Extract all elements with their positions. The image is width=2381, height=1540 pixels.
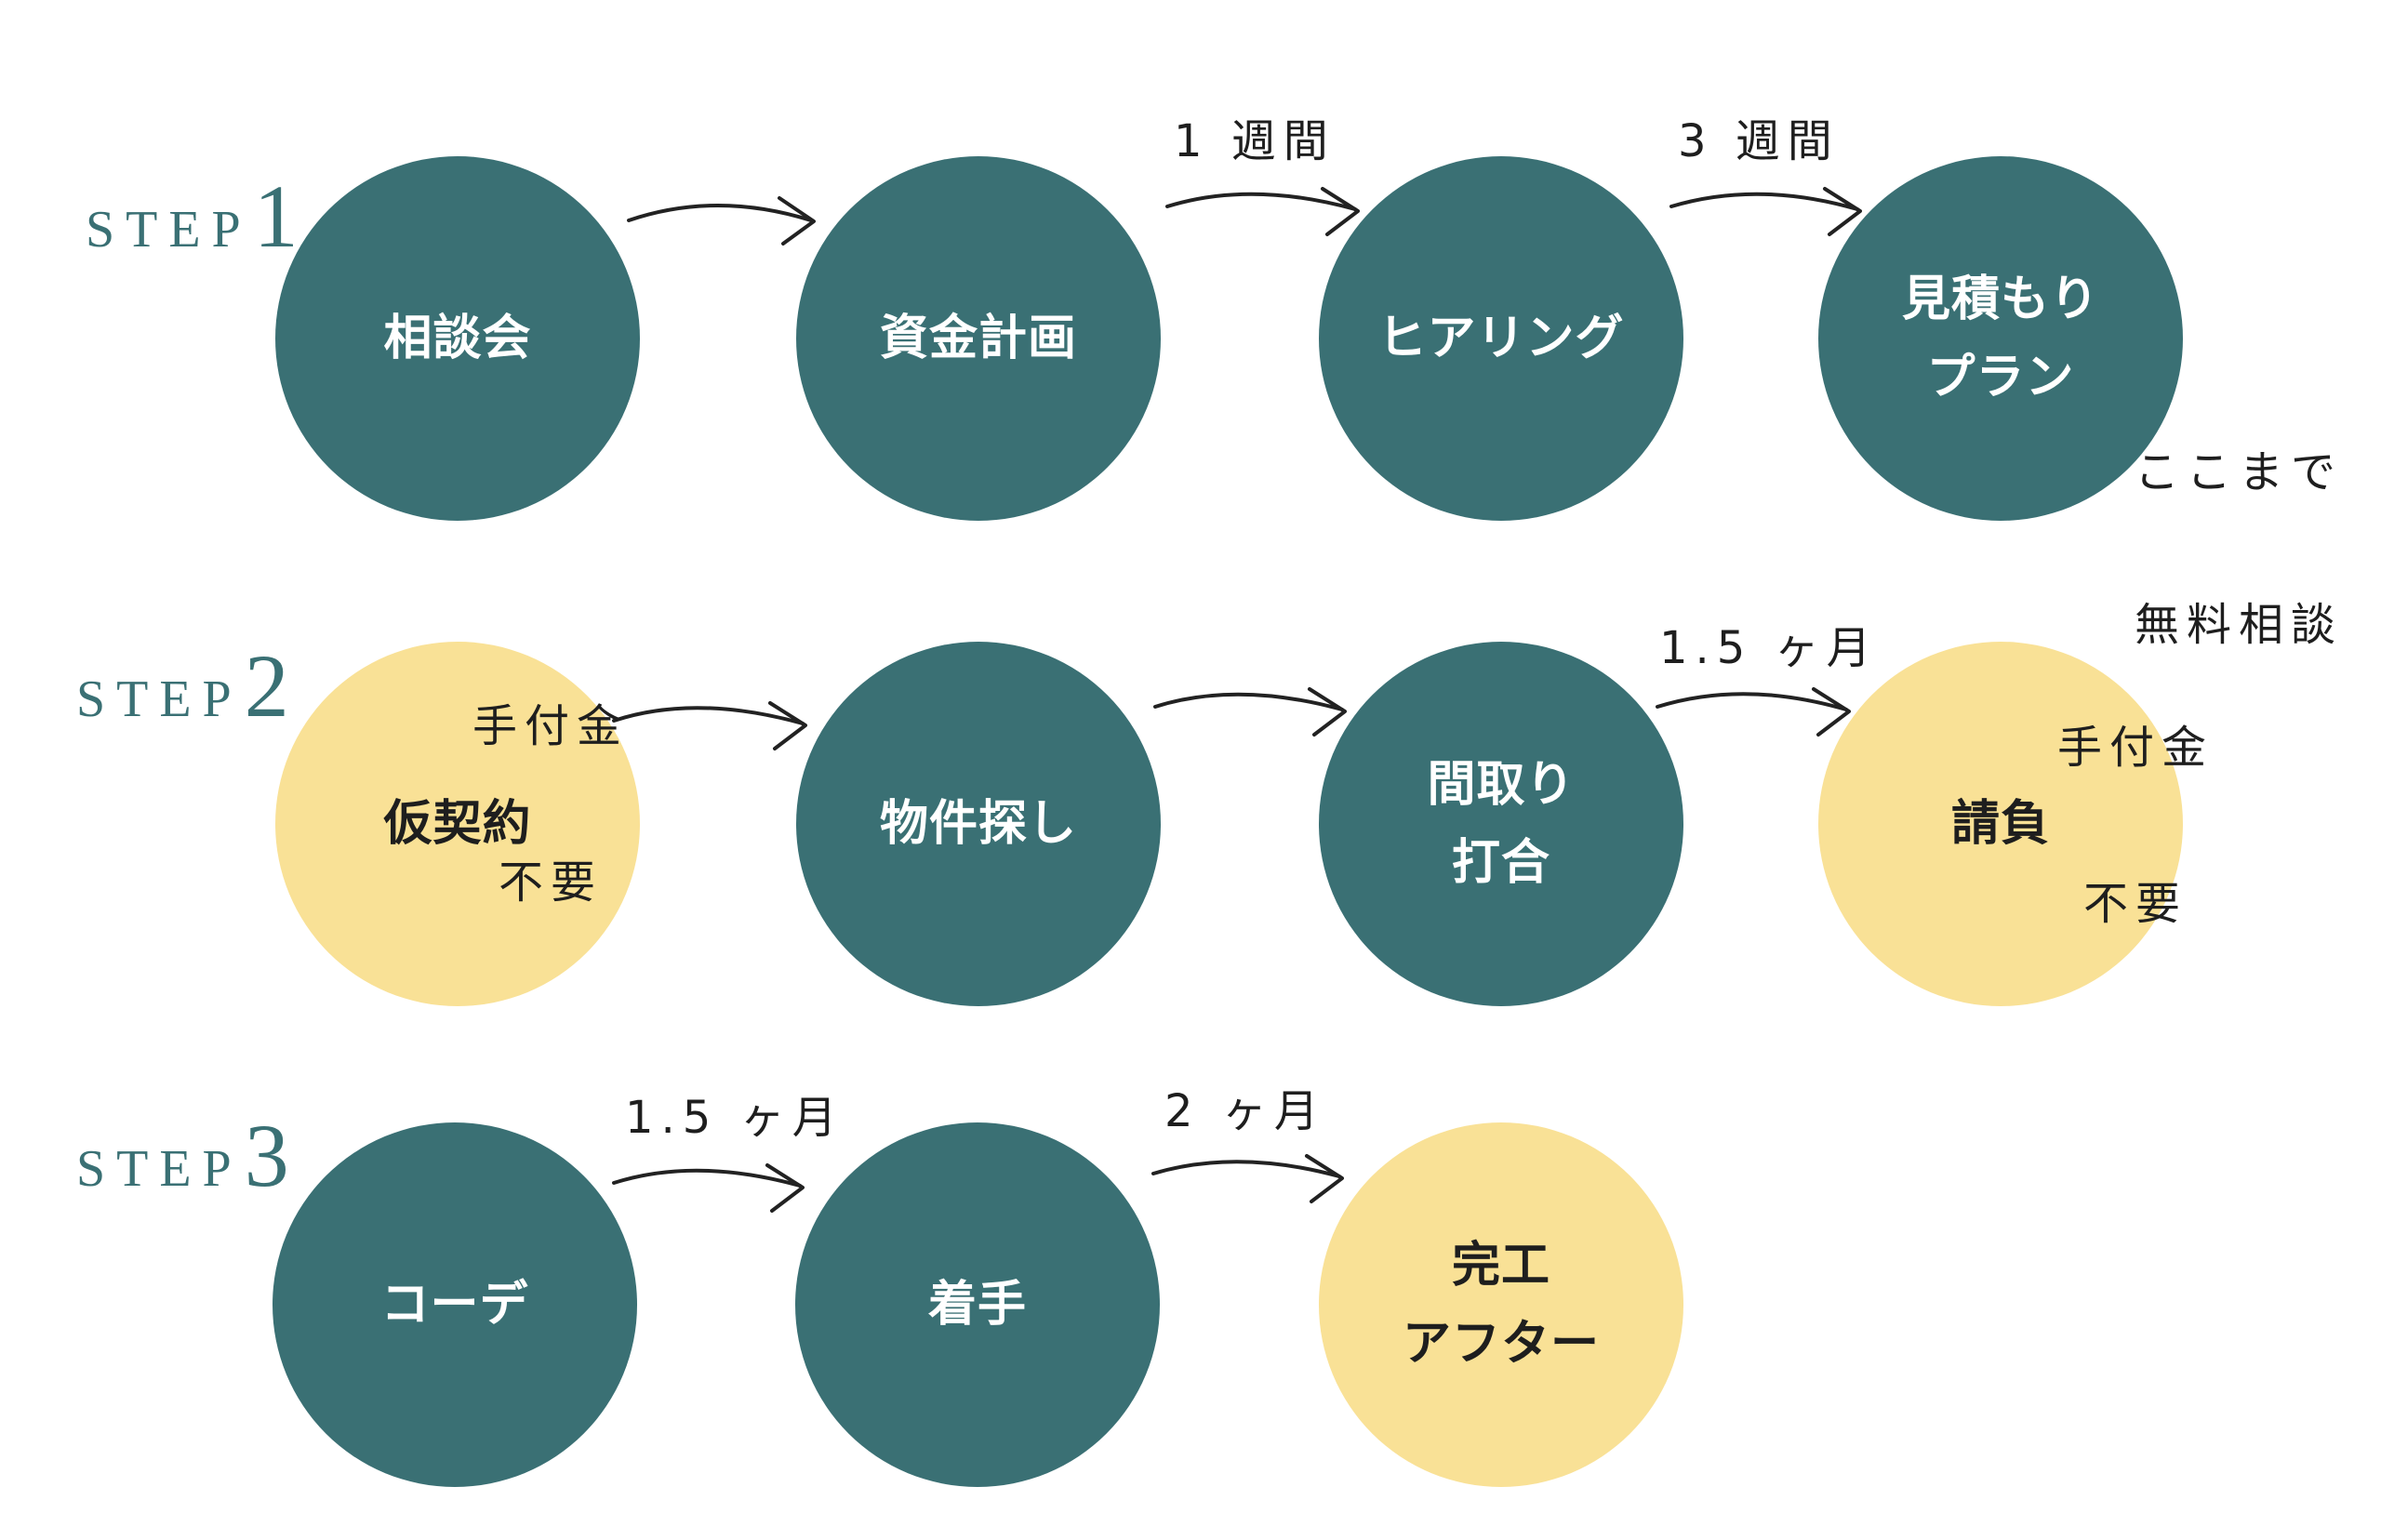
node-karikeiyaku: 仮契約	[275, 642, 640, 1006]
arrow-3-1	[612, 1163, 805, 1213]
note-months-2: 2 ヶ月	[1164, 1085, 1326, 1137]
note-week-1: 1 週間	[1174, 115, 1336, 167]
note-line: 手付金	[472, 700, 630, 752]
node-label: 相談会	[383, 311, 532, 366]
arrow-2-3	[1656, 687, 1851, 737]
step-2-label: STEP2	[76, 642, 289, 731]
arrow-3-2	[1151, 1154, 1344, 1203]
node-hearing: ヒアリング	[1319, 156, 1683, 521]
node-madori-uchiawase: 間取り 打合	[1319, 642, 1683, 1006]
note-free-consult: ここまで 無料相談	[2135, 358, 2343, 739]
note-week-3: 3 週間	[1678, 115, 1840, 167]
step-number: 2	[244, 636, 289, 736]
step-1-label: STEP1	[86, 172, 299, 261]
note-months-1-5-a: 1.5 ヶ月	[1659, 622, 1879, 674]
node-label: 間取り 打合	[1427, 757, 1576, 891]
node-coordinate: コーデ	[273, 1122, 637, 1487]
note-line: 不要	[2083, 878, 2188, 930]
note-no-deposit-1: 手付金 不要	[472, 609, 629, 1000]
note-no-deposit-2: 手付金 不要	[2057, 631, 2214, 1021]
arrow-1-3	[1669, 187, 1862, 236]
note-line: 手付金	[2057, 722, 2215, 774]
node-soudankai: 相談会	[275, 156, 640, 521]
arrow-1-2	[1165, 187, 1360, 236]
step-number: 1	[253, 166, 299, 266]
node-label: コーデ	[380, 1277, 529, 1333]
step-number: 3	[244, 1106, 289, 1205]
node-ukeoi: 請負	[1818, 642, 2183, 1006]
arrow-1-1	[627, 196, 816, 246]
arrow-2-2	[1153, 687, 1347, 737]
node-kanko-after: 完工 アフター	[1319, 1122, 1683, 1487]
step-word: STEP	[86, 201, 252, 259]
node-chakushu: 着手	[795, 1122, 1160, 1487]
arrow-2-1	[612, 701, 807, 750]
node-label: 請負	[1950, 796, 2050, 852]
node-label: ヒアリング	[1377, 311, 1625, 366]
note-line: 無料相談	[2135, 599, 2344, 651]
note-months-1-5-b: 1.5 ヶ月	[625, 1092, 845, 1144]
node-label: 資金計画	[879, 311, 1077, 366]
node-label: 見積もり プラン	[1901, 272, 2099, 405]
note-line: ここまで	[2135, 446, 2344, 498]
node-label: 物件探し	[879, 796, 1077, 852]
node-bukken-sagashi: 物件探し	[796, 642, 1161, 1006]
note-line: 不要	[499, 856, 604, 909]
node-shikin-keikaku: 資金計画	[796, 156, 1161, 521]
node-label: 仮契約	[383, 796, 532, 852]
step-word: STEP	[76, 670, 243, 728]
node-label: 着手	[927, 1277, 1027, 1333]
node-mitsumori-plan: 見積もり プラン	[1818, 156, 2183, 521]
step-word: STEP	[76, 1140, 243, 1198]
step-3-label: STEP3	[76, 1111, 289, 1201]
node-label: 完工 アフター	[1402, 1238, 1600, 1372]
